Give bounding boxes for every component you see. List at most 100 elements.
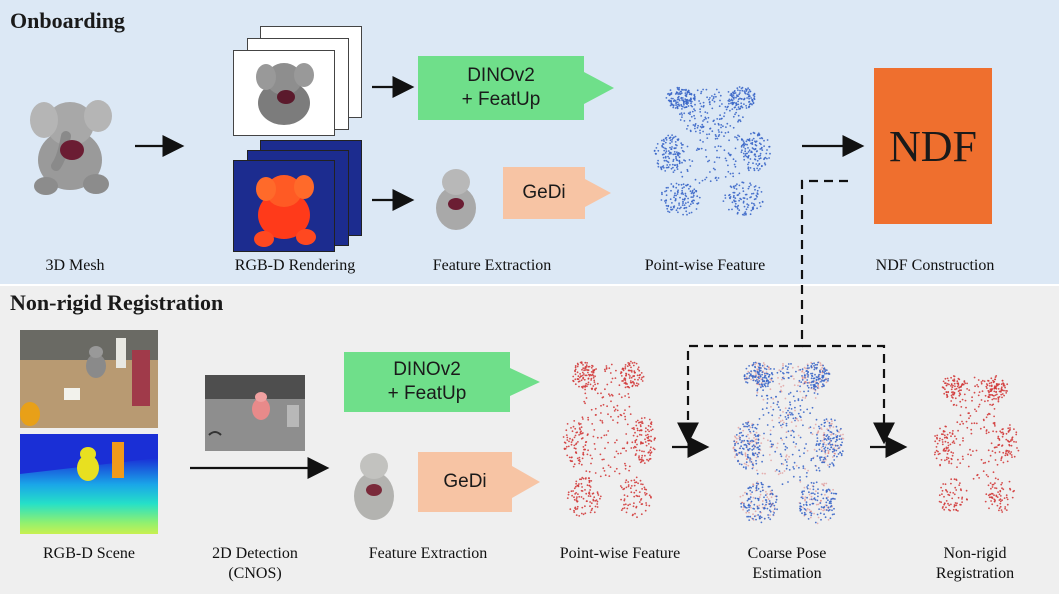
point: [744, 452, 747, 454]
point: [566, 497, 569, 499]
point: [987, 484, 990, 487]
point: [790, 412, 793, 414]
point: [743, 90, 746, 92]
point: [747, 204, 750, 206]
point: [771, 372, 773, 374]
point: [679, 93, 681, 96]
point: [650, 435, 652, 438]
point: [968, 417, 970, 420]
point: [733, 187, 736, 189]
point: [753, 169, 756, 172]
point: [669, 104, 672, 107]
point: [689, 185, 692, 188]
point: [633, 375, 635, 377]
point: [763, 139, 765, 142]
point: [959, 400, 962, 403]
point: [990, 377, 993, 380]
point: [665, 97, 668, 99]
point: [638, 501, 641, 503]
point: [985, 416, 988, 419]
point: [681, 149, 684, 152]
point: [580, 426, 583, 429]
point: [746, 425, 749, 428]
point: [988, 413, 991, 415]
point: [673, 206, 675, 209]
point: [604, 388, 606, 391]
point: [582, 367, 585, 370]
point: [999, 498, 1002, 501]
point: [993, 423, 996, 426]
point: [827, 488, 830, 491]
point: [576, 500, 579, 503]
point: [734, 205, 737, 208]
point: [831, 456, 834, 458]
point: [948, 508, 950, 511]
point: [636, 427, 639, 430]
point: [810, 512, 813, 515]
point: [749, 90, 752, 93]
point: [758, 163, 761, 166]
point: [995, 387, 998, 390]
point: [748, 372, 751, 374]
point: [751, 143, 754, 145]
point: [645, 492, 648, 495]
point: [796, 418, 798, 420]
point: [664, 152, 667, 154]
point: [785, 418, 788, 420]
point: [721, 117, 723, 120]
point: [590, 509, 593, 512]
point: [817, 431, 819, 434]
point: [759, 517, 761, 520]
point: [654, 437, 656, 440]
point: [955, 404, 958, 407]
point: [761, 137, 764, 140]
point: [810, 377, 813, 380]
point: [817, 503, 820, 506]
point: [640, 483, 642, 485]
point: [992, 471, 995, 474]
point: [832, 497, 835, 500]
point: [726, 122, 729, 125]
point: [956, 382, 959, 385]
point: [994, 482, 996, 484]
point: [600, 392, 602, 395]
point: [802, 506, 804, 509]
caption-pointwise-bottom: Point-wise Feature: [559, 545, 681, 562]
point: [994, 477, 997, 480]
point: [733, 199, 735, 202]
point: [623, 487, 626, 490]
point: [584, 369, 587, 371]
point: [805, 443, 807, 445]
point: [946, 396, 948, 398]
point: [789, 411, 791, 414]
point: [754, 433, 756, 436]
point: [961, 420, 963, 423]
point: [752, 363, 755, 366]
point: [960, 406, 963, 408]
point: [748, 503, 750, 506]
point: [822, 445, 824, 448]
point: [748, 97, 750, 100]
point: [958, 386, 960, 389]
point: [628, 396, 630, 399]
point: [807, 484, 809, 487]
point: [675, 194, 677, 197]
point: [993, 387, 996, 390]
point: [769, 381, 771, 384]
point: [580, 361, 583, 364]
point: [681, 198, 684, 201]
point: [623, 382, 626, 384]
point: [788, 469, 791, 471]
point: [601, 421, 604, 424]
point: [579, 376, 581, 379]
point: [626, 385, 629, 388]
point: [1015, 441, 1017, 443]
point: [818, 373, 820, 376]
point: [769, 378, 772, 381]
point: [834, 440, 837, 443]
point: [606, 405, 608, 408]
point: [786, 371, 788, 374]
point: [751, 99, 753, 101]
point: [735, 96, 737, 99]
point: [700, 126, 703, 129]
